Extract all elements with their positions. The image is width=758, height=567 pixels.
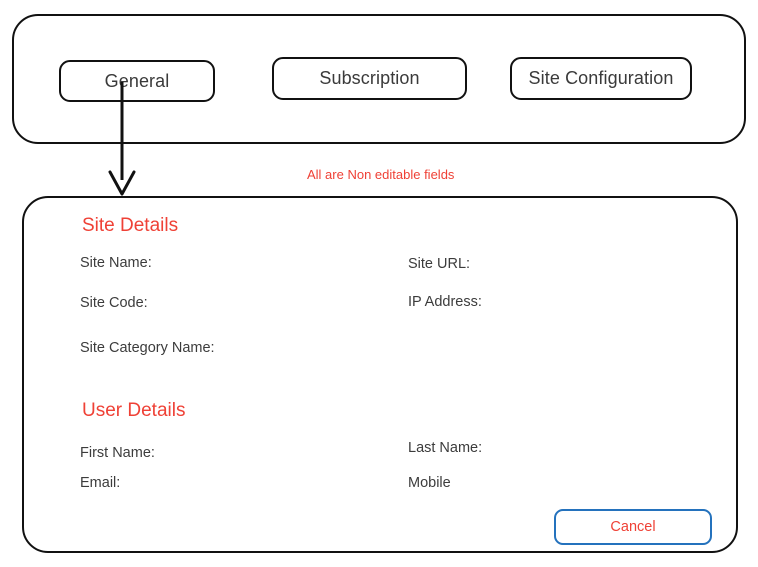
field-label-mobile: Mobile (408, 475, 451, 491)
tab-site-configuration[interactable]: Site Configuration (510, 57, 692, 100)
user-details-heading: User Details (82, 400, 186, 421)
field-label-last-name: Last Name: (408, 440, 483, 456)
general-details-panel (22, 196, 738, 553)
field-label-site-name: Site Name: (80, 255, 152, 271)
tab-bar-container: General Subscription Site Configuration (12, 14, 746, 144)
field-label-site-category-name: Site Category Name: (80, 340, 215, 356)
field-label-ip-address: IP Address: (408, 294, 482, 310)
cancel-button[interactable]: Cancel (554, 509, 712, 545)
tab-general[interactable]: General (59, 60, 215, 102)
site-details-heading: Site Details (82, 215, 179, 236)
field-label-first-name: First Name: (80, 445, 155, 461)
tab-subscription[interactable]: Subscription (272, 57, 467, 100)
field-label-site-url: Site URL: (408, 256, 471, 272)
field-label-email: Email: (80, 475, 121, 491)
non-editable-annotation: All are Non editable fields (307, 167, 455, 182)
field-label-site-code: Site Code: (80, 295, 148, 311)
